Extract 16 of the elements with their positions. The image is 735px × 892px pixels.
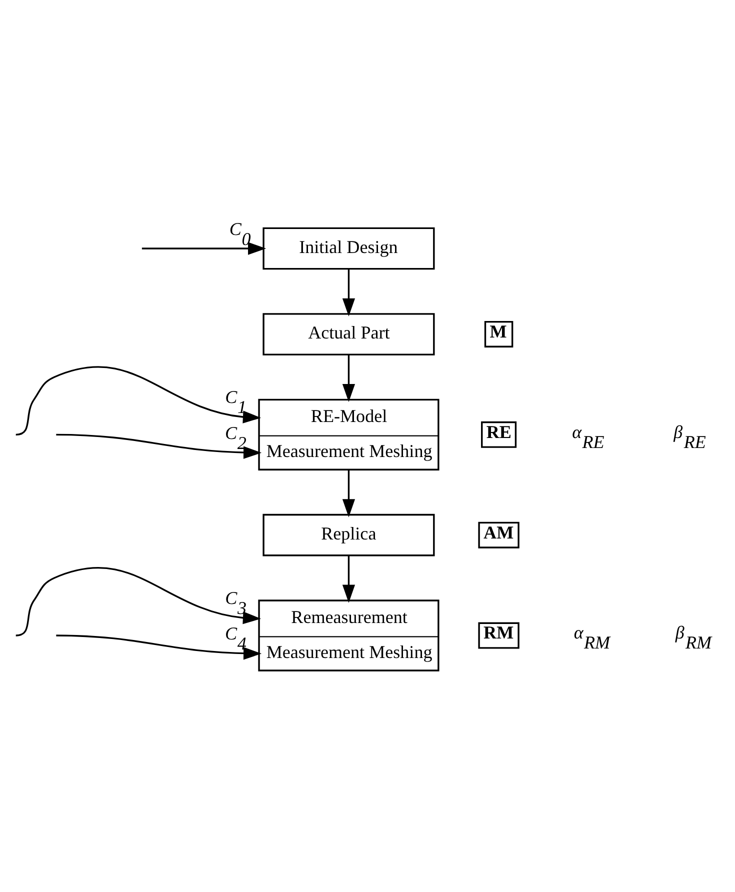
- arrow: [342, 268, 356, 316]
- node-box: M: [484, 320, 514, 348]
- arrow: [142, 242, 266, 255]
- arrow: [16, 567, 262, 636]
- node-box: RE: [481, 421, 517, 448]
- node-box: Initial Design: [262, 227, 435, 270]
- node-box: AM: [478, 522, 520, 548]
- arrow: [56, 434, 262, 459]
- arrow: [56, 634, 262, 660]
- arrow: [342, 556, 356, 603]
- node-box: RM: [478, 622, 520, 649]
- node-box: Actual Part: [262, 313, 435, 356]
- arrow: [342, 470, 356, 518]
- arrow: [342, 354, 356, 402]
- node-box: Replica: [262, 514, 435, 556]
- arrow: [16, 366, 262, 436]
